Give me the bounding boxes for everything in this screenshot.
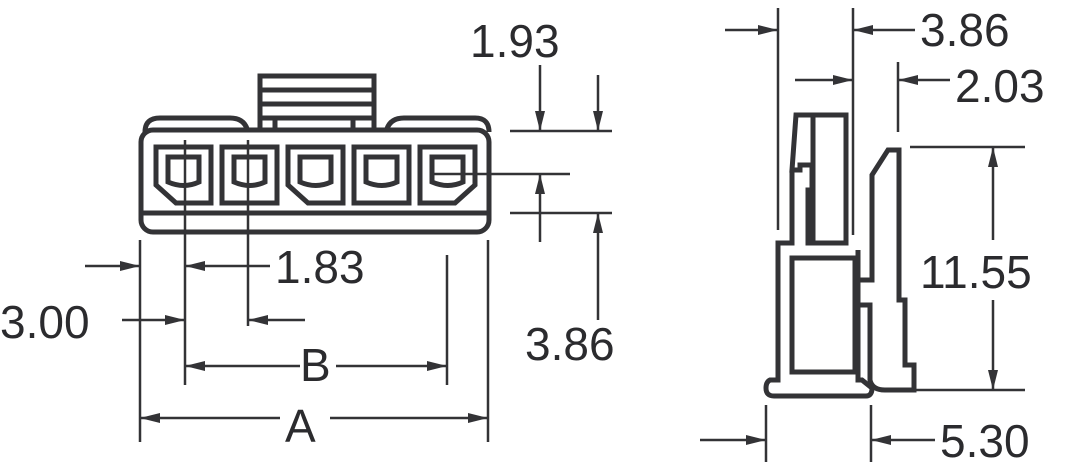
dim-1-93: 1.93 xyxy=(470,15,560,67)
cavity xyxy=(351,144,412,206)
dim-1-83: 1.83 xyxy=(275,241,365,293)
cavity xyxy=(219,144,280,206)
right-ear xyxy=(383,115,492,133)
dim-2-03: 2.03 xyxy=(955,60,1045,112)
dim-5-30: 5.30 xyxy=(940,415,1030,467)
dim-a: A xyxy=(285,400,316,452)
side-upper xyxy=(789,112,849,246)
cavity xyxy=(153,144,214,206)
cavity xyxy=(417,144,478,206)
side-lower xyxy=(763,170,875,399)
front-view: 1.93 1.83 3.00 3.86 B A xyxy=(0,15,615,452)
side-view: 3.86 2.03 11.55 5.30 xyxy=(700,4,1045,467)
dim-3-86-side: 3.86 xyxy=(920,4,1010,56)
cavities xyxy=(153,144,478,206)
dim-11-55: 11.55 xyxy=(920,246,1032,298)
dim-3-86-front: 3.86 xyxy=(525,318,615,370)
left-ear xyxy=(142,115,251,133)
dim-3-00: 3.00 xyxy=(0,296,90,348)
dim-b: B xyxy=(300,339,331,391)
cavity xyxy=(285,144,346,206)
side-latch xyxy=(858,147,917,393)
